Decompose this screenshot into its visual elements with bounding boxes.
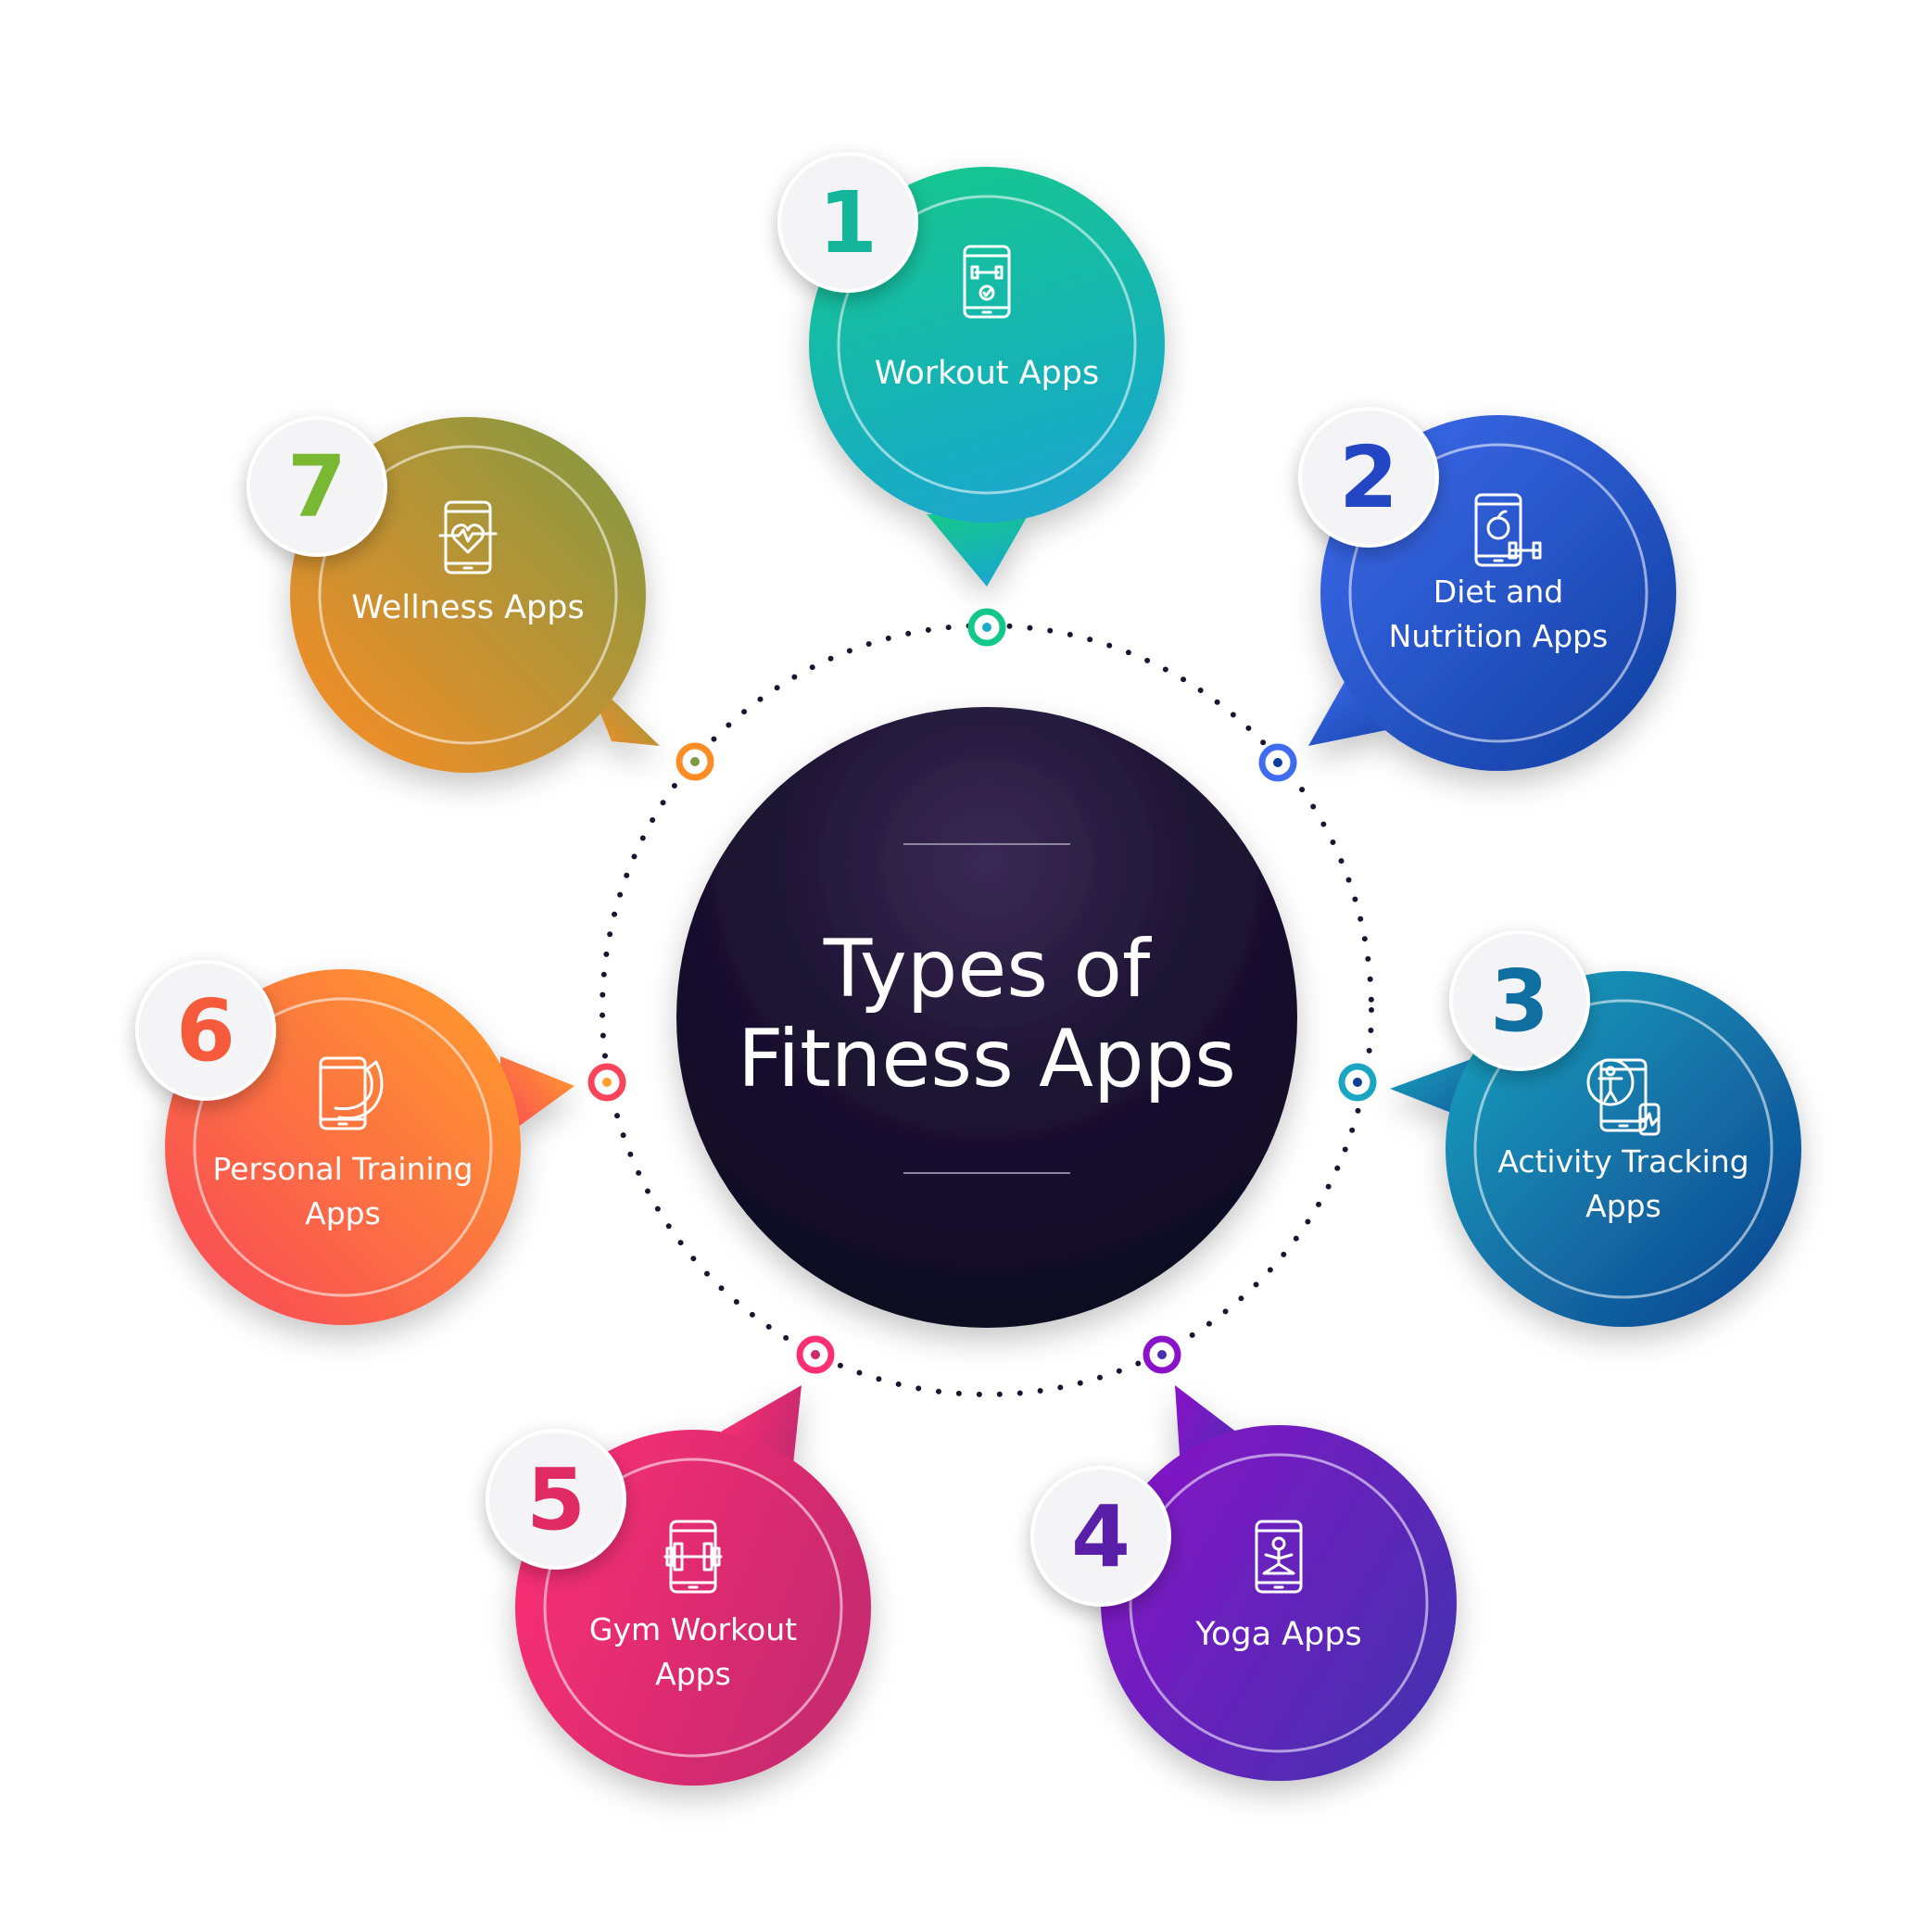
node-label-line: Yoga Apps — [1194, 1616, 1362, 1653]
ring-marker-dot — [1353, 1078, 1362, 1087]
node-number: 3 — [1490, 952, 1549, 1051]
bubble-tail — [721, 1385, 802, 1473]
node-label-line: Workout Apps — [875, 355, 1099, 392]
number-badge: 4 — [1030, 1466, 1171, 1607]
bubble-circle — [1101, 1425, 1457, 1781]
phone-heartbeat-icon — [438, 500, 498, 574]
node-7: Wellness Apps 7 — [246, 416, 714, 781]
ring-marker-dot — [1273, 758, 1282, 767]
bubble-tail — [500, 1056, 575, 1140]
node-label-line: Wellness Apps — [351, 589, 584, 626]
center-title-line2: Fitness Apps — [738, 1013, 1236, 1105]
bubble-inner-ring — [543, 1458, 843, 1758]
bubble-tail — [927, 514, 1029, 587]
ring-marker-dot — [811, 1350, 820, 1359]
phone-yoga-icon — [1255, 1520, 1303, 1594]
ring-marker-dot — [982, 623, 991, 632]
node-1: Workout Apps 1 — [777, 152, 1165, 647]
bubble-inner-ring — [837, 195, 1137, 495]
number-badge: 2 — [1298, 407, 1439, 548]
number-badge: 1 — [777, 152, 918, 293]
node-label-line: Diet and — [1433, 574, 1563, 610]
node-label-line: Apps — [1585, 1188, 1661, 1224]
phone-apple-dumbbell-icon — [1474, 493, 1542, 567]
bubble-inner-ring — [1129, 1453, 1429, 1753]
bubble-inner-ring — [1348, 443, 1648, 743]
node-number: 7 — [287, 437, 347, 536]
ring-marker-dot — [690, 757, 700, 766]
node-number: 6 — [176, 981, 235, 1080]
node-number: 1 — [818, 173, 878, 272]
phone-dumbbell-check-icon — [963, 245, 1011, 319]
node-number: 2 — [1339, 428, 1398, 527]
center-hub: Types of Fitness Apps — [676, 707, 1297, 1328]
bubble-inner-ring — [318, 445, 618, 745]
number-badge: 5 — [486, 1429, 626, 1570]
number-badge: 6 — [135, 960, 276, 1101]
node-label-line: Nutrition Apps — [1389, 618, 1609, 654]
bubble — [1101, 1385, 1457, 1781]
node-label-line: Apps — [655, 1656, 731, 1692]
bubble-inner-ring — [1473, 999, 1774, 1299]
node-label-line: Activity Tracking — [1497, 1143, 1749, 1180]
ring-marker-dot — [1157, 1350, 1167, 1359]
person-tracking-phone-icon — [1586, 1058, 1661, 1136]
bubble-inner-ring — [193, 997, 493, 1297]
center-title-line1: Types of — [823, 923, 1152, 1016]
number-badge: 3 — [1449, 930, 1590, 1071]
phone-flexed-arm-icon — [319, 1056, 384, 1130]
node-label-line: Apps — [305, 1195, 381, 1231]
ring-marker-dot — [602, 1078, 612, 1087]
phone-barbell-icon — [663, 1520, 723, 1594]
node-label-line: Personal Training — [213, 1151, 474, 1187]
node-4: Yoga Apps 4 — [1030, 1335, 1457, 1781]
node-number: 5 — [526, 1450, 586, 1549]
number-badge: 7 — [246, 416, 387, 557]
node-label-line: Gym Workout — [589, 1611, 797, 1647]
node-number: 4 — [1071, 1487, 1130, 1586]
